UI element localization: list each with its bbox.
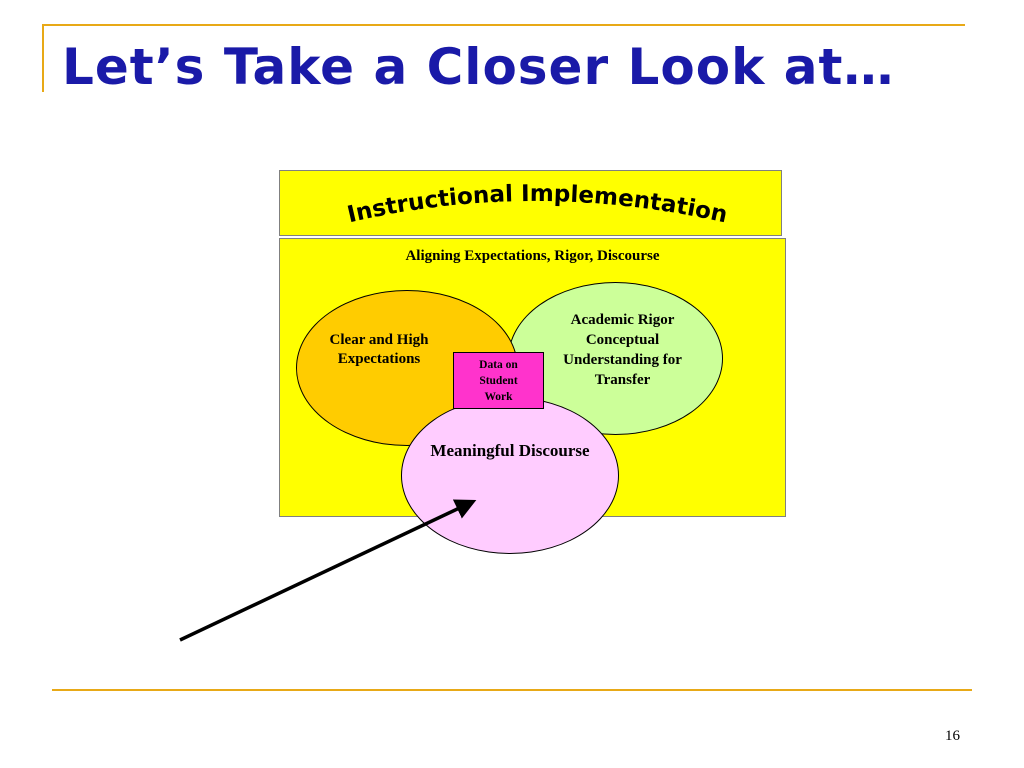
title-accent-horizontal [42, 24, 965, 26]
data-on-student-work-box: Data on Student Work [453, 352, 544, 409]
title-accent-vertical [42, 24, 44, 92]
data-on-student-work-label: Data on Student Work [479, 358, 518, 403]
meaningful-discourse-label: Meaningful Discourse [430, 441, 590, 460]
arrow-line [179, 499, 477, 642]
aligning-label: Aligning Expectations, Rigor, Discourse [405, 248, 660, 264]
footer-divider [52, 689, 972, 691]
meaningful-discourse-ellipse [401, 397, 619, 554]
slide-title: Let’s Take a Closer Look at… [62, 38, 895, 96]
page-number: 16 [945, 728, 960, 744]
academic-rigor-label: Academic Rigor Conceptual Understanding … [563, 312, 682, 388]
header-arc-text: Instructional Implementation [345, 181, 730, 229]
instructional-implementation-box: Instructional Implementation [279, 170, 782, 236]
expectations-label: Clear and High Expectations [329, 332, 429, 367]
